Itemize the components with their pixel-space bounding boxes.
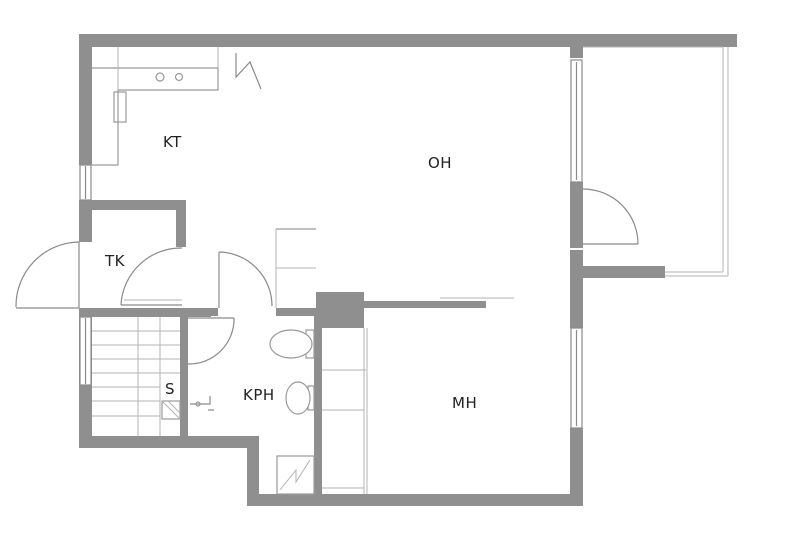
bathroom-fixtures <box>190 329 315 495</box>
mh-wardrobe <box>322 328 368 494</box>
kitchen-sink <box>113 91 127 123</box>
room-label-kt: KT <box>163 133 182 151</box>
room-label-s: S <box>165 380 175 398</box>
floor-drain <box>276 455 315 495</box>
kitchen-counter <box>92 47 262 166</box>
toilet-bowl <box>269 329 313 359</box>
shelving <box>92 317 180 436</box>
walls <box>79 34 737 506</box>
storage-equipment <box>161 400 181 420</box>
room-label-kph: KPH <box>243 386 275 404</box>
wardrobe <box>275 228 316 308</box>
doors <box>15 188 639 365</box>
room-label-mh: MH <box>452 394 477 412</box>
stove-burner <box>174 72 184 82</box>
washbasin <box>285 381 311 415</box>
windows <box>79 59 583 429</box>
stove-burner <box>155 72 165 82</box>
room-label-tk: TK <box>104 252 126 270</box>
room-label-oh: OH <box>428 154 452 172</box>
balcony <box>583 46 729 277</box>
